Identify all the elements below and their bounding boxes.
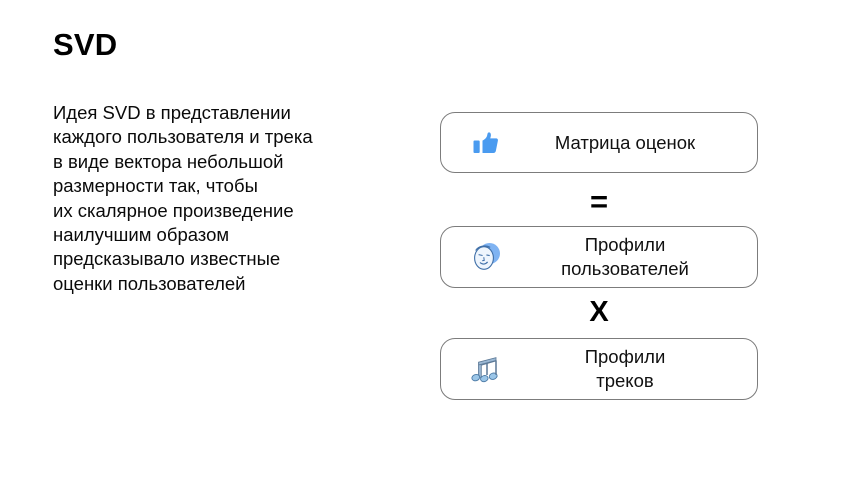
thumbs-up-icon bbox=[467, 124, 505, 162]
block-user-profiles[interactable]: Профили пользователей bbox=[440, 226, 758, 288]
block-track-profiles[interactable]: Профили треков bbox=[440, 338, 758, 400]
block-label-line2: пользователей bbox=[561, 258, 689, 279]
body-line: размерности так, чтобы bbox=[53, 175, 258, 197]
page-title: SVD bbox=[53, 27, 118, 62]
body-line: их скалярное произведение bbox=[53, 199, 294, 221]
block-label: Профили треков bbox=[441, 345, 757, 393]
body-line: Идея SVD в представлении bbox=[53, 102, 291, 123]
music-notes-icon bbox=[467, 350, 505, 388]
body-line: каждого пользователя и трека bbox=[53, 126, 313, 148]
body-paragraph: Идея SVD в представлении каждого пользов… bbox=[53, 101, 363, 296]
block-label-line1: Профили bbox=[584, 346, 666, 367]
body-line: оценки пользователей bbox=[53, 272, 246, 294]
block-label-line1: Матрица оценок bbox=[554, 131, 696, 153]
body-line: предсказывало известные bbox=[53, 248, 281, 270]
body-line: наилучшим образом bbox=[53, 224, 230, 246]
block-label-line1: Профили bbox=[584, 234, 666, 255]
block-label-line2: треков bbox=[596, 370, 654, 391]
body-line: в виде вектора небольшой bbox=[53, 150, 284, 172]
block-label: Матрица оценок bbox=[441, 131, 757, 155]
svd-decomposition-diagram: Матрица оценок = Профили пользовате bbox=[440, 112, 758, 400]
block-ratings-matrix[interactable]: Матрица оценок bbox=[440, 112, 758, 173]
block-label: Профили пользователей bbox=[441, 233, 757, 281]
operator-multiply: X bbox=[589, 296, 609, 328]
operator-equals: = bbox=[589, 184, 609, 219]
user-face-icon bbox=[467, 238, 505, 276]
